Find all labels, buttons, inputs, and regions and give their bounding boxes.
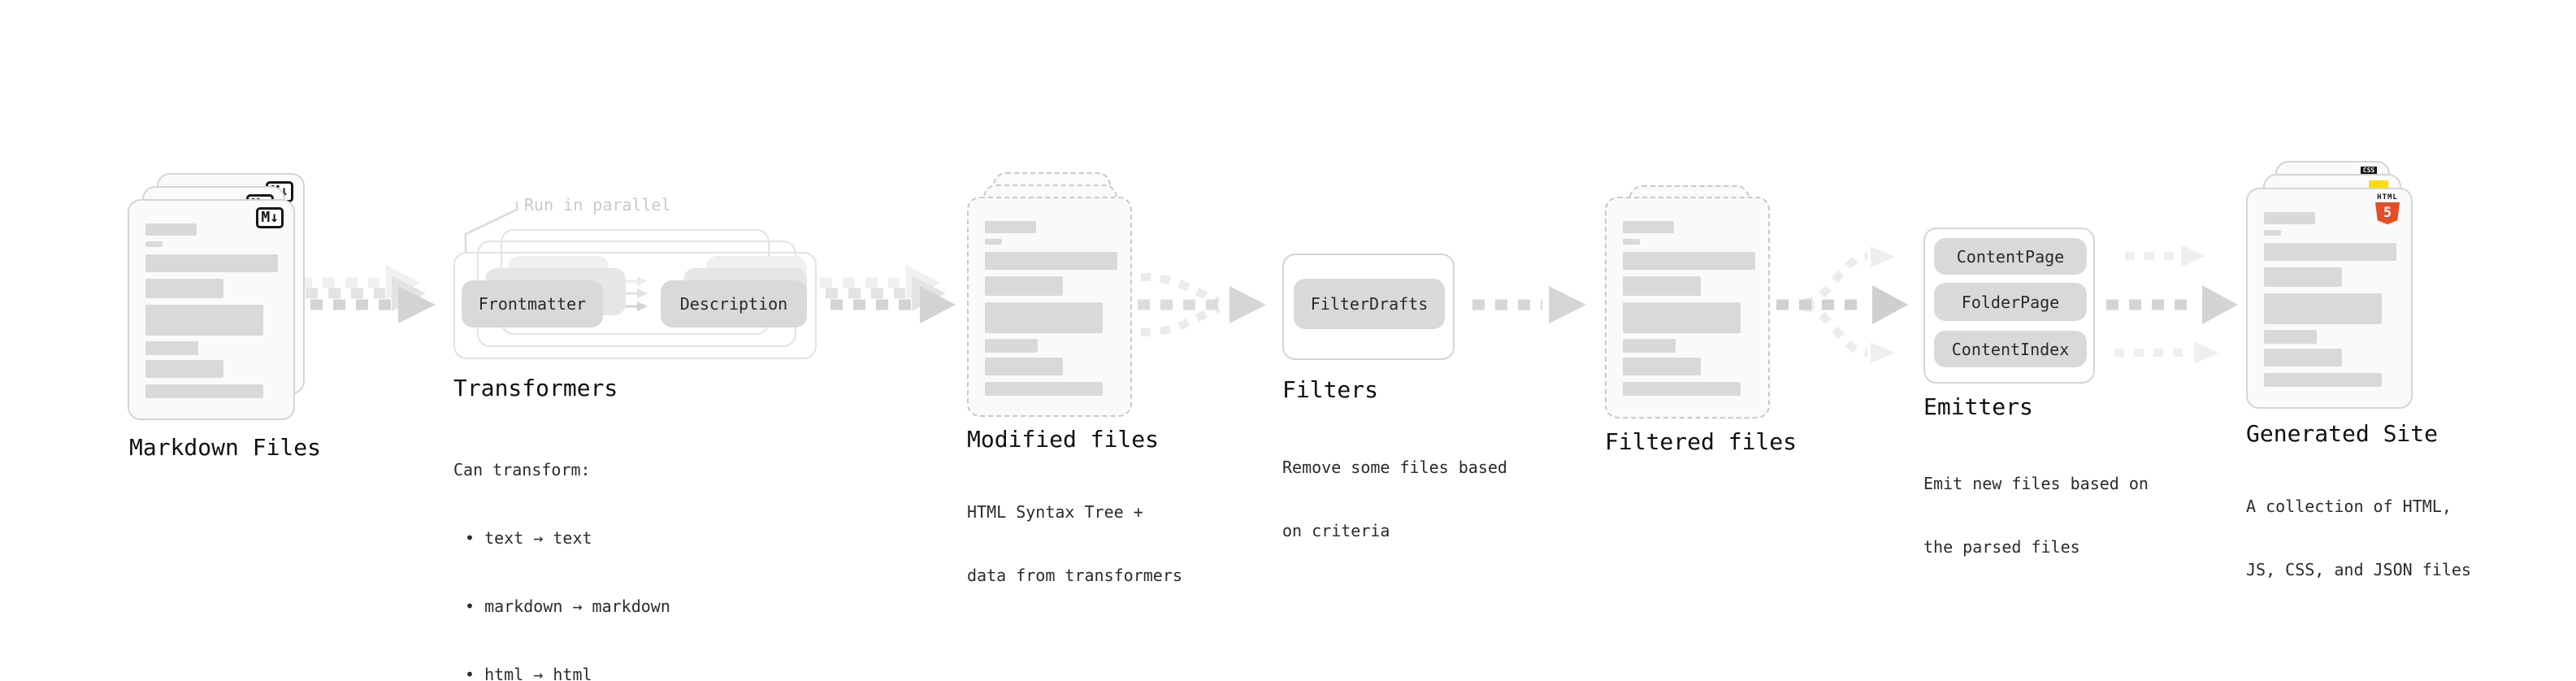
filters-desc-line2: on criteria	[1282, 521, 1390, 540]
text-line-placeholder	[145, 279, 223, 298]
generated-site-description: A collection of HTML, JS, CSS, and JSON …	[2246, 453, 2471, 622]
filters-desc-line1: Remove some files based	[1282, 458, 1507, 477]
text-line-placeholder	[2264, 230, 2281, 236]
bullet-markdown-to-markdown: • markdown → markdown	[465, 596, 670, 616]
stage-title-filtered-files: Filtered files	[1605, 428, 1798, 455]
text-line-placeholder	[1623, 339, 1676, 353]
contentpage-pill: ContentPage	[1934, 238, 2087, 275]
arrow-filters-to-filtered	[1472, 286, 1586, 323]
text-line-placeholder	[145, 360, 223, 378]
filterdrafts-pill: FilterDrafts	[1294, 279, 1445, 329]
text-line-placeholder	[1623, 302, 1741, 333]
html5-icon-shield: 5	[2375, 202, 2400, 224]
transformer-frame-front	[453, 252, 817, 359]
can-transform-intro: Can transform:	[453, 460, 591, 479]
filters-frame	[1282, 254, 1455, 360]
stage-title-filters: Filters	[1282, 376, 1379, 403]
text-line-placeholder	[985, 252, 1117, 270]
document-skeleton	[145, 223, 278, 398]
text-line-placeholder	[985, 276, 1063, 296]
text-line-placeholder	[1623, 252, 1755, 270]
stage-title-emitters: Emitters	[1923, 393, 2033, 420]
text-line-placeholder	[145, 241, 163, 247]
bullet-text-to-text: • text → text	[465, 528, 592, 548]
text-line-placeholder	[2264, 293, 2382, 324]
text-line-placeholder	[1623, 276, 1701, 296]
generated-desc-line1: A collection of HTML,	[2246, 497, 2452, 516]
html5-icon: HTML 5	[2374, 193, 2401, 224]
emitters-description: Emit new files based on the parsed files	[1923, 431, 2149, 600]
css-icon-word: CSS	[2361, 167, 2377, 174]
document-skeleton	[985, 221, 1117, 396]
arrow-filtered-to-emitters	[1776, 246, 1908, 363]
text-line-placeholder	[2264, 373, 2382, 387]
stage-title-generated-site: Generated Site	[2246, 420, 2439, 447]
text-line-placeholder	[1623, 358, 1701, 375]
text-line-placeholder	[1623, 221, 1674, 233]
run-in-parallel-annotation: Run in parallel	[524, 195, 671, 215]
emitters-frame	[1923, 228, 2095, 384]
stage-title-transformers: Transformers	[453, 375, 618, 401]
bullet-html-to-html: • html → html	[465, 665, 592, 681]
folderpage-pill: FolderPage	[1934, 283, 2087, 321]
text-line-placeholder	[2264, 267, 2342, 287]
description-pill: Description	[661, 280, 807, 327]
text-line-placeholder	[985, 382, 1103, 396]
text-line-placeholder	[985, 339, 1038, 353]
text-line-placeholder	[145, 254, 278, 272]
arrow-emitters-to-generated	[2106, 245, 2238, 364]
text-line-placeholder	[2264, 330, 2317, 344]
text-line-placeholder	[1623, 382, 1741, 396]
stage-title-modified-files: Modified files	[967, 426, 1160, 453]
text-line-placeholder	[2264, 243, 2396, 261]
text-line-placeholder	[145, 384, 263, 398]
html5-icon-word: HTML	[2377, 193, 2398, 202]
arrow-markdown-to-transformers	[300, 265, 436, 323]
text-line-placeholder	[1623, 239, 1640, 245]
text-line-placeholder	[985, 302, 1103, 333]
generated-file-card-html: HTML 5	[2246, 188, 2413, 409]
text-line-placeholder	[145, 341, 198, 355]
arrow-modified-to-filters	[1138, 273, 1266, 336]
modified-file-card	[967, 197, 1132, 417]
frontmatter-pill: Frontmatter	[462, 280, 603, 327]
modified-desc-line1: HTML Syntax Tree +	[967, 502, 1143, 522]
text-line-placeholder	[985, 358, 1063, 375]
text-line-placeholder	[985, 221, 1036, 233]
modified-files-description: HTML Syntax Tree + data from transformer…	[967, 459, 1182, 628]
emitters-desc-line2: the parsed files	[1923, 537, 2080, 557]
markdown-icon: M↓	[256, 207, 284, 228]
text-line-placeholder	[985, 239, 1002, 245]
filtered-file-card	[1605, 197, 1770, 419]
text-line-placeholder	[145, 305, 263, 336]
contentindex-pill: ContentIndex	[1934, 331, 2087, 367]
text-line-placeholder	[2264, 212, 2315, 224]
filters-description: Remove some files based on criteria	[1282, 414, 1507, 583]
document-skeleton	[2264, 212, 2396, 387]
stage-title-markdown-files: Markdown Files	[129, 434, 322, 461]
arrow-transformers-to-modified	[820, 265, 956, 323]
markdown-file-card: M↓	[128, 199, 295, 420]
emitters-desc-line1: Emit new files based on	[1923, 474, 2149, 493]
document-skeleton	[1623, 221, 1755, 396]
modified-desc-line2: data from transformers	[967, 566, 1182, 585]
text-line-placeholder	[2264, 349, 2342, 367]
text-line-placeholder	[145, 223, 197, 236]
generated-desc-line2: JS, CSS, and JSON files	[2246, 560, 2471, 579]
transformers-description: Can transform: • text → text • markdown …	[453, 413, 670, 681]
